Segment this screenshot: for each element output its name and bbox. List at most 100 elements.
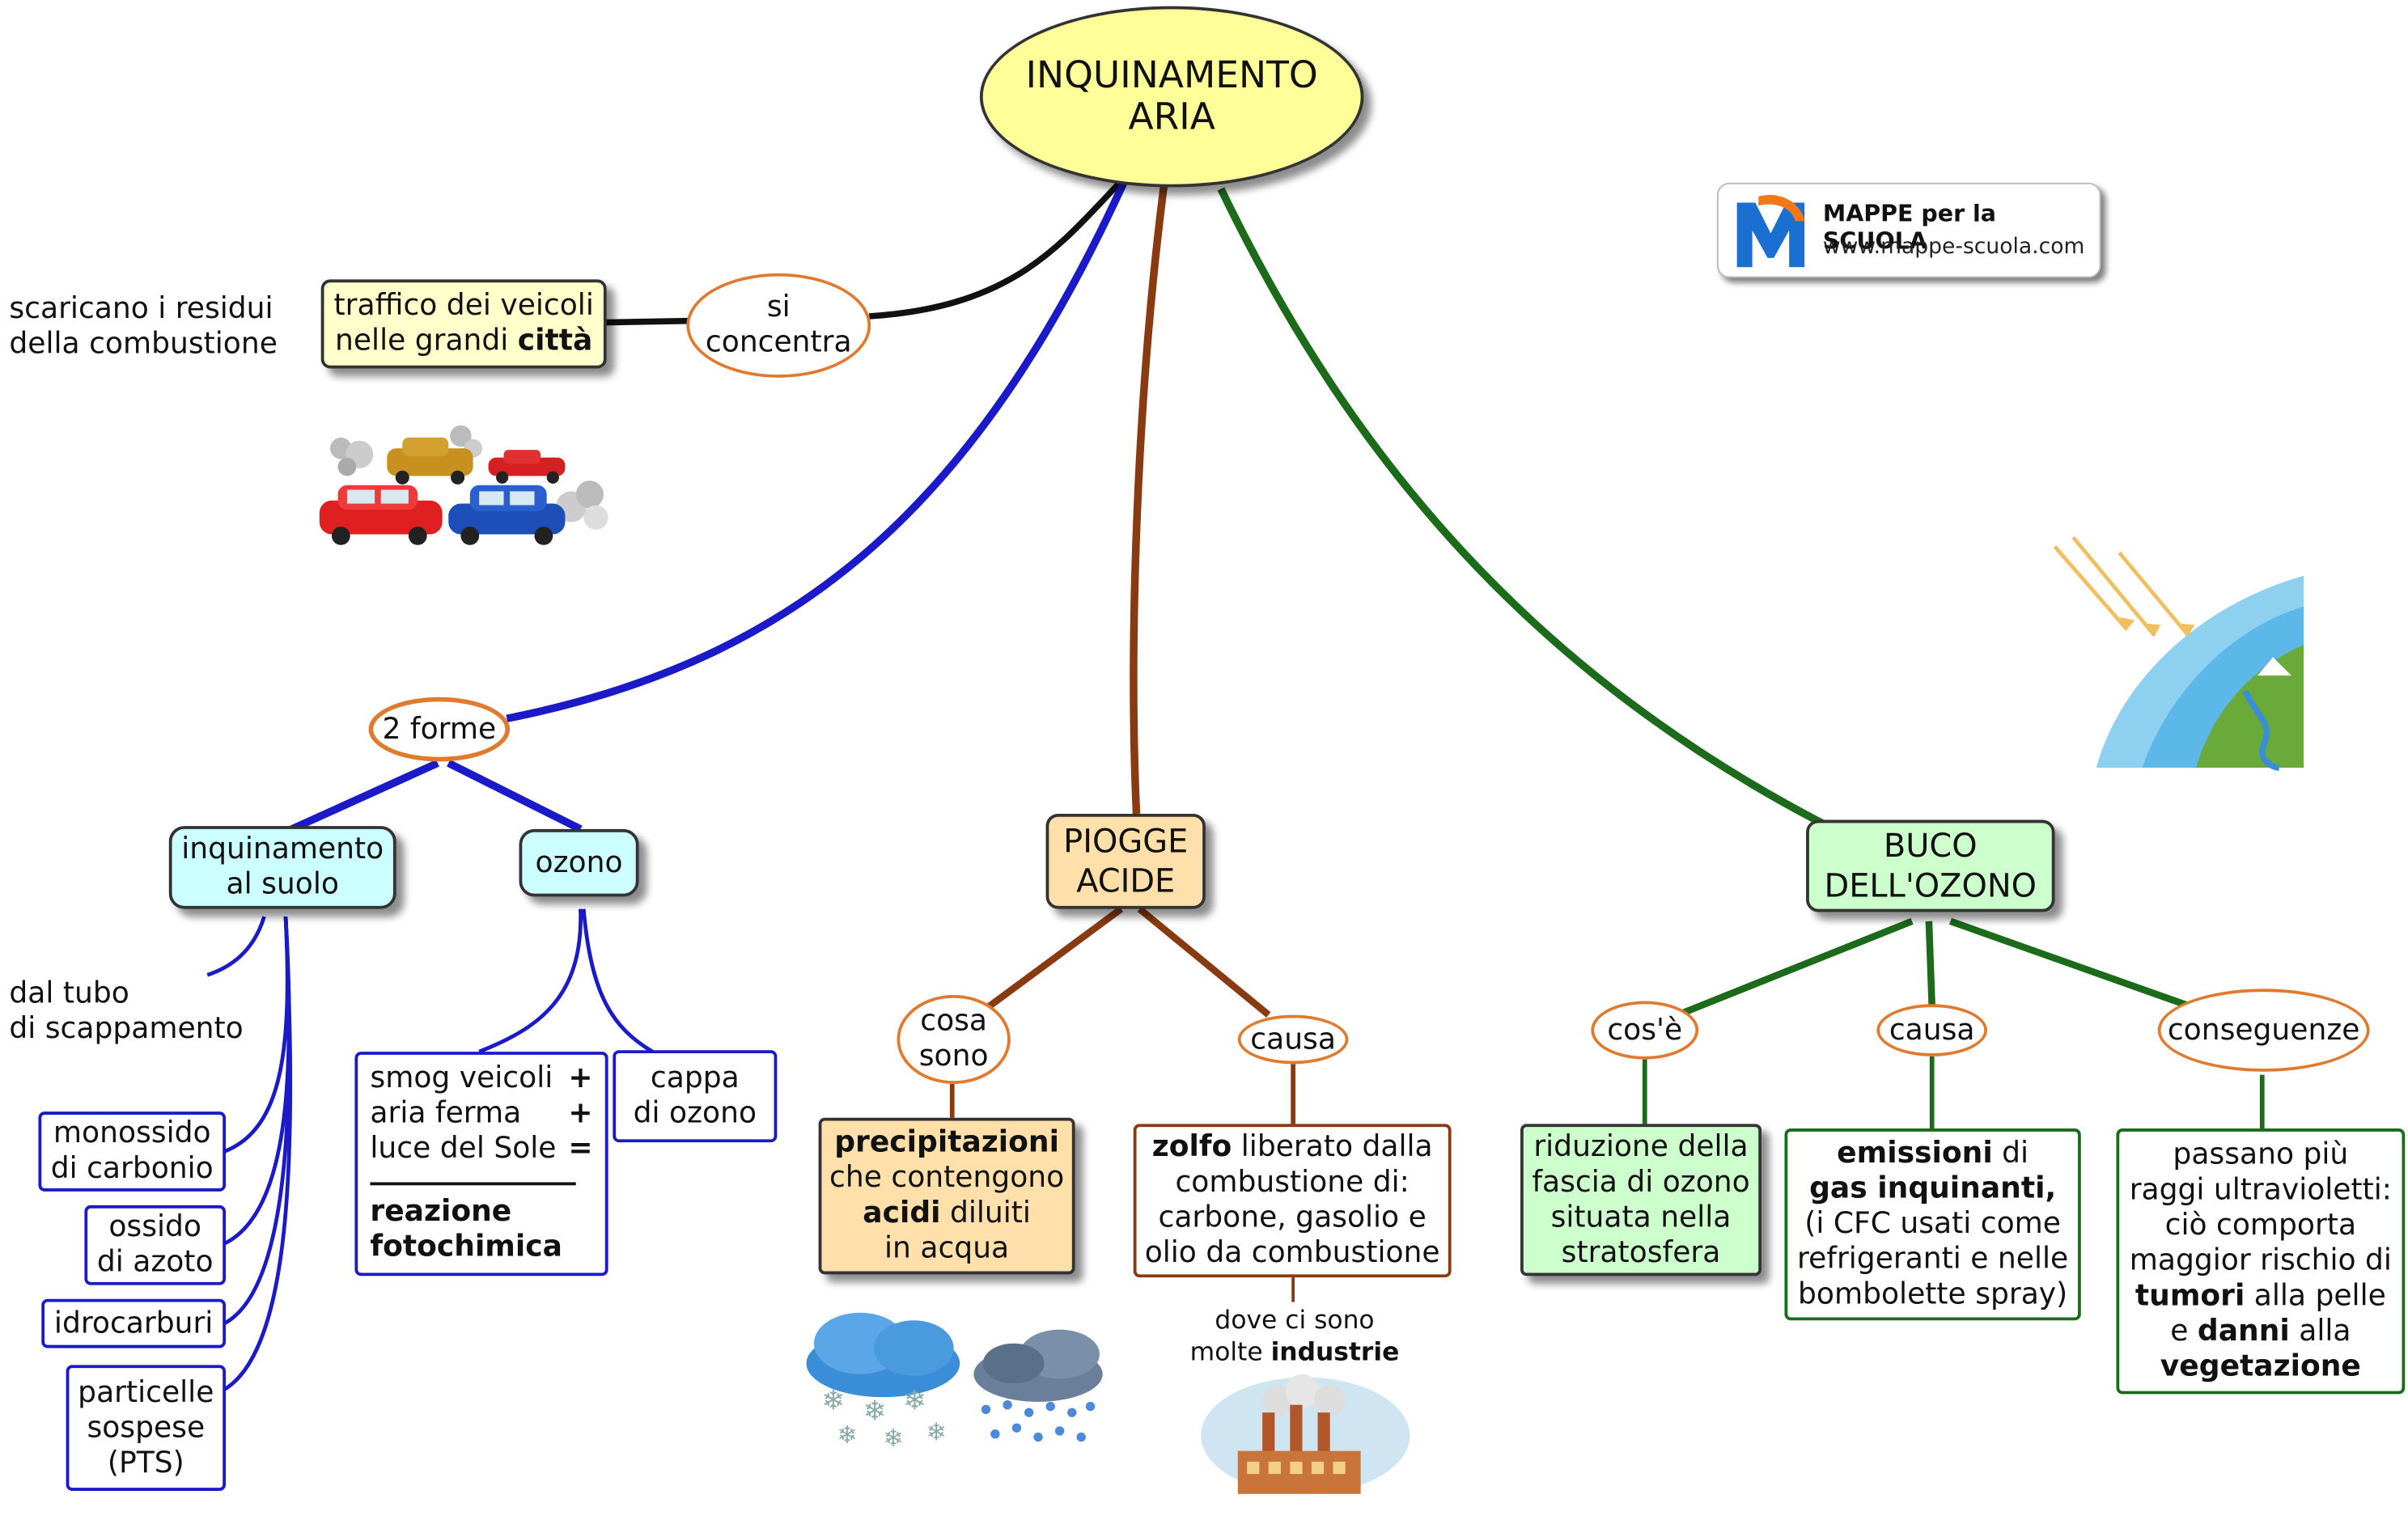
zolfo-line1-text: liberato dalla	[1232, 1129, 1433, 1164]
root-line2: ARIA	[1128, 95, 1215, 138]
concentra-line2: concentra	[705, 325, 852, 360]
industrie-line2-bold: industrie	[1270, 1337, 1400, 1367]
link-buco-cose	[1680, 917, 1914, 1017]
ossido-line2: di azoto	[96, 1245, 214, 1280]
earth-sun-rays-icon	[2053, 536, 2304, 771]
emissioni-line1: emissioni di	[1837, 1137, 2029, 1172]
monossido-line1: monossido	[53, 1116, 211, 1150]
passano-line5-bold: tumori	[2135, 1279, 2245, 1313]
zolfo-line1: zolfo liberato dalla	[1152, 1130, 1433, 1166]
link-root-forme	[506, 146, 1143, 722]
riduzione-line4: stratosfera	[1561, 1234, 1721, 1269]
due-forme-label: 2 forme	[382, 711, 497, 746]
precip-line4: in acqua	[884, 1231, 1010, 1265]
smog-line4: reazione	[370, 1194, 512, 1229]
industrie-note: dove ci sono molte industrie	[1167, 1302, 1422, 1370]
svg-text:❄: ❄	[863, 1395, 887, 1428]
smog-row2: aria ferma+	[370, 1096, 592, 1132]
smog-op1: +	[568, 1061, 593, 1095]
piogge-acide-box: PIOGGE ACIDE	[1045, 813, 1206, 909]
monossido-line2: di carbonio	[50, 1151, 214, 1186]
emissioni-line1-bold: emissioni	[1837, 1136, 1993, 1171]
traffico-line2-bold: città	[517, 324, 593, 358]
link-piogge-causa	[1137, 906, 1271, 1018]
cosa-line1: cosa	[920, 1004, 988, 1039]
industrie-line2-text: molte	[1189, 1337, 1271, 1367]
passano-line7: vegetazione	[2160, 1349, 2361, 1384]
zolfo-box: zolfo liberato dalla combustione di: car…	[1133, 1124, 1452, 1278]
emissioni-line3: (i CFC usati come	[1804, 1206, 2061, 1241]
precip-line1: precipitazioni	[834, 1125, 1059, 1159]
buco-line2: DELL'OZONO	[1824, 867, 2037, 904]
cappa-box: cappa di ozono	[613, 1050, 778, 1143]
buco-line1: BUCO	[1883, 828, 1978, 865]
cappa-line2: di ozono	[633, 1096, 757, 1130]
passano-line6: e danni alla	[2170, 1315, 2351, 1350]
factory-icon	[1201, 1374, 1410, 1494]
smog-row3: luce del Sole =	[370, 1132, 592, 1167]
tubo-line2: di scappamento	[9, 1011, 244, 1046]
idrocarburi-box: idrocarburi	[41, 1298, 227, 1349]
piogge-line1: PIOGGE	[1063, 823, 1189, 860]
link-root-concentra	[869, 179, 1124, 320]
ossido-box: ossido di azoto	[84, 1205, 227, 1285]
smog-divider	[370, 1166, 576, 1186]
smog-line3: luce del Sole	[370, 1131, 557, 1166]
particelle-line2: sospese	[87, 1410, 206, 1445]
svg-text:❄: ❄	[903, 1384, 926, 1416]
svg-text:❄: ❄	[883, 1425, 903, 1453]
particelle-line1: particelle	[78, 1374, 214, 1409]
combustione-note-line1: scaricano i residui	[9, 291, 273, 326]
passano-line5-text: alla pelle	[2245, 1279, 2386, 1313]
buco-causa-label: causa	[1889, 1012, 1975, 1047]
riduzione-line2: fascia di ozono	[1532, 1164, 1750, 1199]
link-ozono-smog	[478, 908, 583, 1054]
zolfo-line1-bold: zolfo	[1151, 1129, 1232, 1164]
idrocarburi-label: idrocarburi	[53, 1306, 214, 1340]
combustione-note: scaricano i residui della combustione	[9, 289, 286, 366]
zolfo-line4: olio da combustione	[1144, 1235, 1440, 1270]
cosa-line2: sono	[918, 1039, 989, 1073]
ozono-label: ozono	[535, 845, 623, 879]
link-forme-ozono	[447, 760, 583, 833]
root-line1: INQUINAMENTO	[1025, 53, 1318, 97]
piogge-causa-link: causa	[1237, 1014, 1349, 1065]
svg-text:❄: ❄	[821, 1384, 845, 1416]
inquinamento-suolo-box: inquinamento al suolo	[168, 826, 396, 909]
emissioni-line1-text: di	[1992, 1136, 2029, 1171]
link-suolo-particelle	[223, 916, 293, 1391]
suolo-line1: inquinamento	[181, 832, 384, 866]
precip-line2: che contengono	[829, 1160, 1065, 1195]
cose-label: cos'è	[1607, 1012, 1683, 1047]
conseguenze-link: conseguenze	[2157, 989, 2370, 1072]
link-suolo-tubo	[206, 916, 266, 977]
logo-title: MAPPE per la SCUOLA	[1822, 199, 1997, 256]
rain-cloud-icon	[973, 1329, 1103, 1442]
traffico-line1: traffico dei veicoli	[333, 288, 594, 323]
passano-line3: ciò comporta	[2164, 1208, 2357, 1243]
smog-line5: fotochimica	[370, 1230, 562, 1264]
emissioni-line5: bombolette spray)	[1798, 1277, 2068, 1311]
logo-url[interactable]: www.mappe-scuola.com	[1822, 235, 2085, 260]
link-piogge-cosa	[983, 906, 1124, 1012]
piogge-line2: ACIDE	[1076, 862, 1176, 900]
monossido-box: monossido di carbonio	[38, 1111, 227, 1192]
precipitazioni-box: precipitazioni che contengono acidi dilu…	[818, 1117, 1075, 1275]
tubo-note: dal tubo di scappamento	[9, 973, 255, 1050]
buco-ozono-box: BUCO DELL'OZONO	[1806, 819, 2055, 912]
smog-op3: =	[568, 1131, 593, 1166]
emissioni-box: emissioni di gas inquinanti, (i CFC usat…	[1784, 1128, 2081, 1321]
svg-text:❄: ❄	[837, 1421, 857, 1450]
riduzione-box: riduzione della fascia di ozono situata …	[1520, 1124, 1762, 1277]
emissioni-line2: gas inquinanti,	[1809, 1171, 2057, 1205]
traffico-line2-text: nelle grandi	[335, 324, 518, 358]
mappe-logo[interactable]: MAPPE per la SCUOLA www.mappe-scuola.com	[1716, 182, 2101, 278]
emissioni-line4: refrigeranti e nelle	[1797, 1242, 2069, 1277]
passano-line2: raggi ultravioletti:	[2129, 1173, 2392, 1207]
cars-picture	[319, 425, 608, 545]
link-root-buco	[1217, 187, 1829, 830]
traffico-box: traffico dei veicoli nelle grandi città	[320, 279, 607, 369]
zolfo-line2: combustione di:	[1175, 1165, 1410, 1200]
link-buco-causa	[1925, 921, 1935, 1006]
